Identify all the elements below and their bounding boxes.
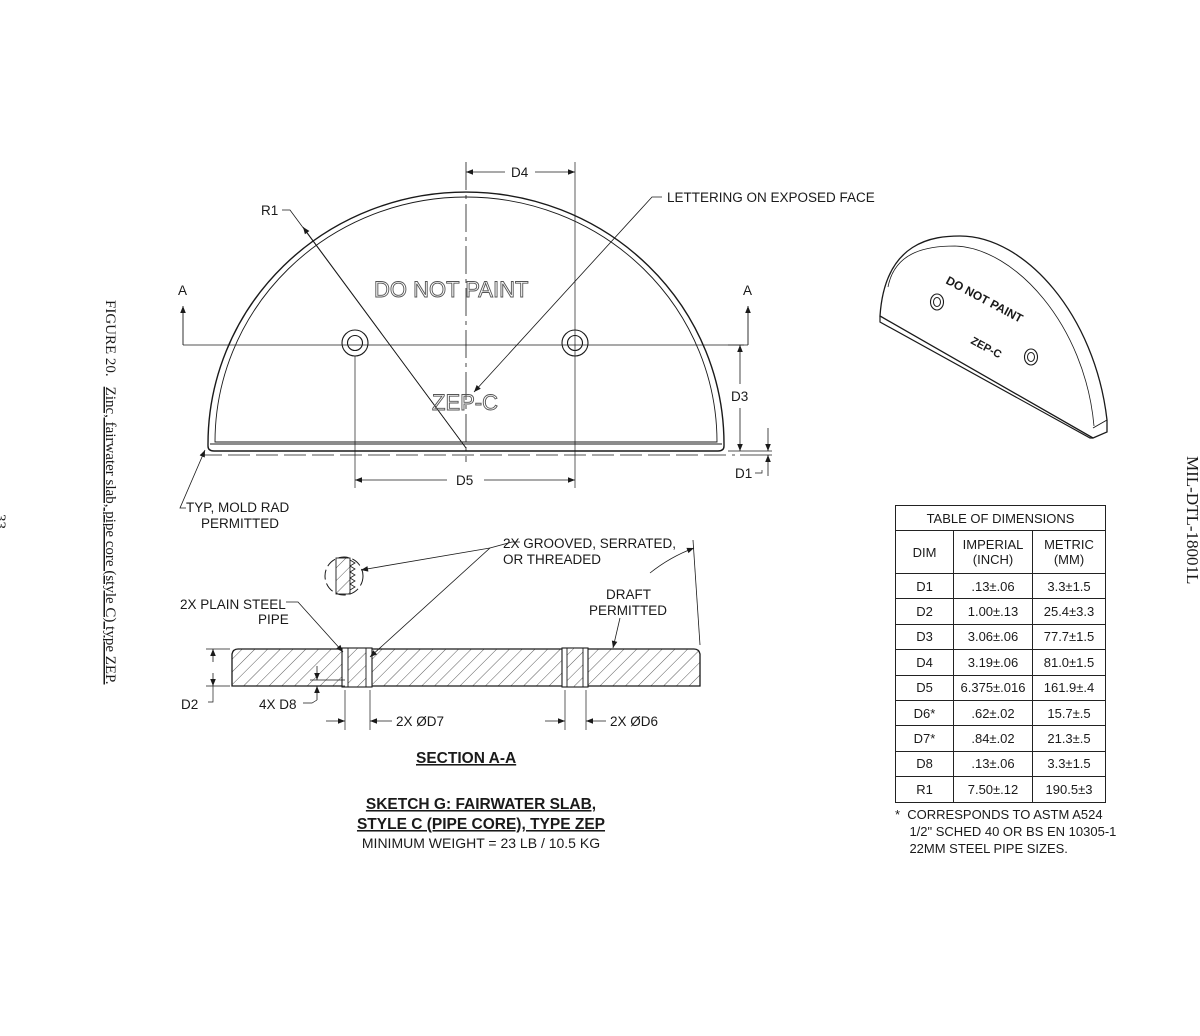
metric-cell: 3.3±1.5 bbox=[1032, 750, 1106, 778]
page-number: 33 bbox=[0, 514, 8, 529]
figure-caption: FIGURE 20.Zinc, fairwater slab, pipe cor… bbox=[102, 300, 118, 685]
dim-cell: D1 bbox=[895, 572, 954, 600]
dim-cell: D3 bbox=[895, 623, 954, 651]
metric-cell: 81.0±1.5 bbox=[1032, 649, 1106, 676]
callout-draft-1: DRAFT bbox=[606, 587, 651, 602]
imperial-cell: 3.19±.06 bbox=[953, 649, 1033, 676]
document-id: MIL-DTL-18001L bbox=[1183, 456, 1200, 584]
label-d6: 2X ØD6 bbox=[610, 714, 658, 729]
header-metric: METRIC (MM) bbox=[1032, 530, 1106, 574]
iso-stamp-do-not-paint: DO NOT PAINT bbox=[944, 273, 1026, 326]
dim-cell: D7* bbox=[895, 725, 954, 752]
label-d3: D3 bbox=[731, 389, 748, 404]
callout-grooved-2: OR THREADED bbox=[503, 552, 601, 567]
label-d1: D1 bbox=[735, 466, 752, 481]
section-view bbox=[206, 539, 701, 730]
dim-cell: D8 bbox=[895, 750, 954, 778]
stamp-do-not-paint: DO NOT PAINT bbox=[374, 277, 528, 302]
dim-cell: D2 bbox=[895, 598, 954, 625]
table-footnote: * CORRESPONDS TO ASTM A524 1/2" SCHED 40… bbox=[895, 807, 1117, 856]
dim-cell: D5 bbox=[895, 674, 954, 701]
dimensions-table: TABLE OF DIMENSIONS DIM IMPERIAL (INCH) … bbox=[895, 505, 1106, 803]
imperial-cell: 3.06±.06 bbox=[953, 623, 1033, 651]
imperial-cell: 7.50±.12 bbox=[953, 776, 1033, 803]
imperial-cell: .62±.02 bbox=[953, 699, 1033, 727]
min-weight: MINIMUM WEIGHT = 23 LB / 10.5 KG bbox=[362, 835, 600, 851]
callout-pipe-1: 2X PLAIN STEEL bbox=[180, 597, 286, 612]
top-view bbox=[179, 162, 772, 509]
metric-cell: 25.4±3.3 bbox=[1032, 598, 1106, 625]
header-dim: DIM bbox=[895, 530, 954, 574]
label-d8: 4X D8 bbox=[259, 697, 297, 712]
dim-cell: R1 bbox=[895, 776, 954, 803]
iso-view bbox=[879, 235, 1108, 439]
svg-text:33: 33 bbox=[0, 514, 8, 529]
metric-cell: 3.3±1.5 bbox=[1032, 572, 1106, 600]
header-imperial: IMPERIAL (INCH) bbox=[953, 530, 1033, 574]
sketch-title-line2: STYLE C (PIPE CORE), TYPE ZEP bbox=[357, 816, 605, 833]
metric-cell: 77.7±1.5 bbox=[1032, 623, 1106, 651]
section-title: SECTION A-A bbox=[416, 750, 516, 767]
label-d5: D5 bbox=[456, 473, 473, 488]
imperial-cell: .13±.06 bbox=[953, 572, 1033, 600]
stamp-zep-c: ZEP-C bbox=[432, 390, 498, 415]
table-caption: TABLE OF DIMENSIONS bbox=[895, 505, 1106, 531]
label-d2: D2 bbox=[181, 697, 198, 712]
imperial-cell: 1.00±.13 bbox=[953, 598, 1033, 625]
pipe-hole-left bbox=[341, 329, 369, 357]
iso-stamp-zep-c: ZEP-C bbox=[969, 335, 1004, 361]
label-d7: 2X ØD7 bbox=[396, 714, 444, 729]
imperial-cell: .84±.02 bbox=[953, 725, 1033, 752]
svg-text:MIL-DTL-18001L: MIL-DTL-18001L bbox=[1183, 456, 1200, 584]
sketch-title-line1: SKETCH G: FAIRWATER SLAB, bbox=[366, 796, 596, 813]
svg-text:FIGURE 20.Zinc, fairwater slab: FIGURE 20.Zinc, fairwater slab, pipe cor… bbox=[102, 300, 118, 685]
callout-mold-rad-1: TYP, MOLD RAD bbox=[186, 500, 290, 515]
label-r1: R1 bbox=[261, 203, 278, 218]
metric-cell: 161.9±.4 bbox=[1032, 674, 1106, 701]
section-mark-right: A bbox=[743, 283, 752, 298]
metric-cell: 15.7±.5 bbox=[1032, 699, 1106, 727]
imperial-cell: 6.375±.016 bbox=[953, 674, 1033, 701]
section-mark-left: A bbox=[178, 283, 187, 298]
dim-cell: D6* bbox=[895, 699, 954, 727]
metric-cell: 190.5±3 bbox=[1032, 776, 1106, 803]
slab-outline-outer bbox=[207, 191, 725, 452]
callout-mold-rad-2: PERMITTED bbox=[201, 516, 279, 531]
callout-pipe-2: PIPE bbox=[258, 612, 289, 627]
callout-draft-2: PERMITTED bbox=[589, 603, 667, 618]
iso-hole-right bbox=[1023, 348, 1039, 366]
label-d4: D4 bbox=[511, 165, 529, 180]
slab-outline-inner bbox=[214, 196, 718, 443]
iso-hole-left bbox=[929, 293, 945, 311]
section-body bbox=[231, 648, 701, 687]
metric-cell: 21.3±.5 bbox=[1032, 725, 1106, 752]
imperial-cell: .13±.06 bbox=[953, 750, 1033, 778]
callout-grooved-1: 2X GROOVED, SERRATED, bbox=[503, 536, 676, 551]
dim-cell: D4 bbox=[895, 649, 954, 676]
callout-lettering: LETTERING ON EXPOSED FACE bbox=[667, 190, 875, 205]
